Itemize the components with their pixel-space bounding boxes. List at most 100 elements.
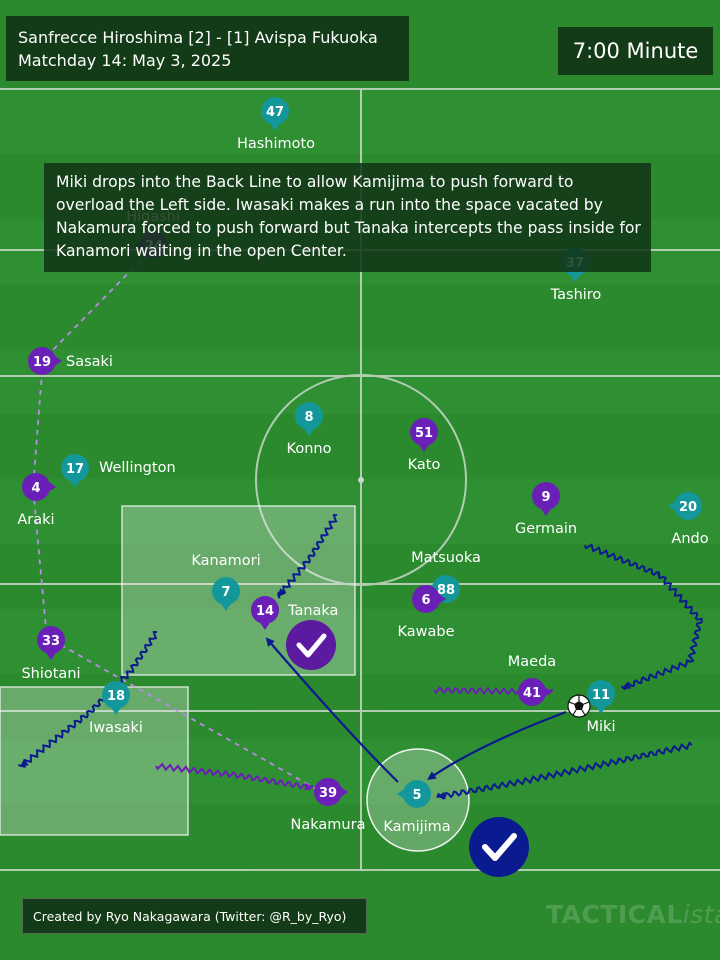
player-name: Miki	[587, 719, 616, 735]
caption-panel: Miki drops into the Back Line to allow K…	[44, 163, 651, 272]
player-wellington: 17 Wellington	[61, 454, 176, 488]
player-marker	[212, 577, 240, 605]
player-name: Kato	[408, 457, 441, 473]
arrow-miki-to-kamijima	[427, 710, 567, 780]
player-name: Maeda	[508, 654, 556, 670]
player-name: Nakamura	[291, 817, 366, 833]
player-marker	[403, 780, 431, 808]
player-markers: 47Hashimoto24Higashi37Tashiro19Sasaki8Ko…	[17, 97, 709, 835]
player-marker	[674, 492, 702, 520]
check-icon	[286, 620, 336, 670]
player-number: 5	[412, 788, 421, 803]
player-number: 33	[42, 634, 60, 649]
player-maeda: 41 Maeda	[508, 654, 556, 706]
arrowhead	[437, 791, 446, 800]
brand-watermark: TACTICALista	[546, 900, 720, 929]
player-marker	[412, 585, 440, 613]
arrowhead	[304, 782, 313, 791]
player-number: 17	[66, 462, 84, 477]
pass-arrows	[265, 637, 567, 783]
player-name: Iwasaki	[89, 720, 143, 736]
player-sasaki: 19 Sasaki	[28, 347, 113, 375]
player-marker	[37, 626, 65, 654]
player-number: 41	[523, 686, 541, 701]
player-tanaka: 14 Tanaka	[251, 596, 338, 630]
minute-badge: 7:00 Minute	[558, 27, 713, 75]
player-name: Kamijima	[383, 819, 450, 835]
player-marker	[295, 402, 323, 430]
player-name: Matsuoka	[411, 550, 481, 566]
credit-panel: Created by Ryo Nakagawara (Twitter: @R_b…	[22, 898, 367, 934]
player-name: Tanaka	[287, 603, 338, 619]
player-number: 51	[415, 426, 433, 441]
player-name: Sasaki	[66, 354, 113, 370]
purple-dashed-paths	[32, 245, 319, 791]
path-shiotani-nakamura	[51, 639, 319, 791]
player-kanamori: 7 Kanamori	[191, 553, 261, 611]
player-marker	[410, 418, 438, 446]
player-marker	[587, 680, 615, 708]
player-name: Germain	[515, 521, 577, 537]
soccer-ball-icon	[567, 694, 591, 718]
player-name: Ando	[671, 531, 708, 547]
player-name: Kanamori	[191, 553, 260, 569]
brand-tail: ista	[682, 900, 720, 929]
player-number: 14	[256, 604, 274, 619]
player-name: Hashimoto	[237, 136, 315, 152]
arrowhead	[622, 681, 631, 689]
player-number: 47	[266, 105, 284, 120]
player-name: Shiotani	[21, 666, 80, 682]
player-number: 39	[319, 786, 337, 801]
center-spot	[358, 477, 364, 483]
check-icon	[469, 817, 529, 877]
run-nakamura-press	[155, 762, 314, 791]
player-number: 7	[221, 585, 230, 600]
player-marker	[251, 596, 279, 624]
path-sasaki-araki-shiotani	[32, 359, 48, 641]
path-higashi-sasaki	[42, 245, 156, 361]
player-name: Tashiro	[550, 287, 602, 303]
player-marker	[28, 347, 56, 375]
brand-main: TACTICAL	[546, 900, 683, 929]
arrow-kamijima-to-tanaka	[265, 637, 399, 783]
player-marker	[532, 482, 560, 510]
player-number: 20	[679, 500, 697, 515]
player-marker	[22, 473, 50, 501]
match-info-panel: Sanfrecce Hiroshima [2] - [1] Avispa Fuk…	[6, 16, 409, 81]
match-title: Sanfrecce Hiroshima [2] - [1] Avispa Fuk…	[18, 28, 378, 47]
player-number: 19	[33, 355, 51, 370]
arrowhead	[20, 758, 29, 767]
match-subtitle: Matchday 14: May 3, 2025	[18, 51, 232, 70]
run-paths	[18, 514, 703, 800]
player-marker	[314, 778, 342, 806]
player-marker	[518, 678, 546, 706]
player-marker	[261, 97, 289, 125]
player-name: Kawabe	[397, 624, 454, 640]
run-miki-drop	[584, 543, 703, 691]
player-marker	[102, 681, 130, 709]
player-number: 11	[592, 688, 610, 703]
player-marker	[61, 454, 89, 482]
arrowhead	[278, 588, 287, 597]
player-number: 6	[421, 593, 430, 608]
player-number: 4	[31, 481, 40, 496]
player-number: 8	[304, 410, 313, 425]
run-kamijima-to-left	[18, 631, 158, 768]
player-name: Araki	[17, 512, 54, 528]
player-number: 18	[107, 689, 125, 704]
run-kamijima-forward	[436, 741, 693, 800]
player-name: Wellington	[99, 460, 176, 476]
player-name: Konno	[287, 441, 332, 457]
